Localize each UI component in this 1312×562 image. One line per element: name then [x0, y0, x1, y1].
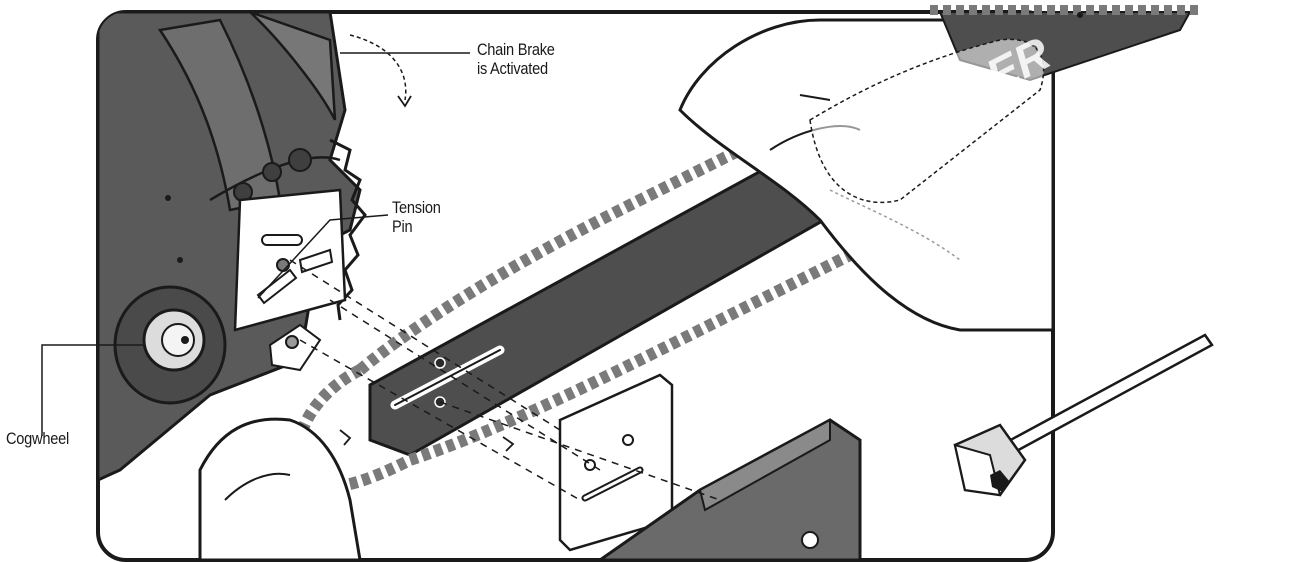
- leader-lines: [41, 52, 470, 436]
- tension-pin-label-line2: Pin: [392, 217, 413, 236]
- glove-fingers: [809, 38, 1045, 204]
- tension-pin-label-line1: Tension: [392, 198, 441, 217]
- cogwheel-label-text: Cogwheel: [6, 429, 69, 448]
- alignment-lines: [289, 259, 721, 501]
- chain-brake-label: Chain Brake is Activated: [477, 40, 555, 78]
- sprocket-cover: [595, 418, 862, 560]
- chain-brake-label-line1: Chain Brake: [477, 40, 555, 59]
- chain-arrow-icon: [339, 429, 515, 452]
- arrow-head-icon: [397, 95, 412, 108]
- combination-wrench-icon: [953, 333, 1214, 497]
- chain-brake-label-line2: is Activated: [477, 59, 548, 78]
- tension-pin: [256, 268, 298, 305]
- bar-plate: [558, 373, 674, 552]
- curved-arrow-icon: [349, 34, 407, 101]
- tension-pin-label: Tension Pin: [392, 198, 441, 236]
- cogwheel-part: [113, 285, 227, 405]
- chain-brake-lever: [249, 12, 337, 121]
- cogwheel-label: Cogwheel: [6, 429, 69, 448]
- truper-logo-mark: [827, 147, 873, 175]
- left-glove: [198, 417, 362, 560]
